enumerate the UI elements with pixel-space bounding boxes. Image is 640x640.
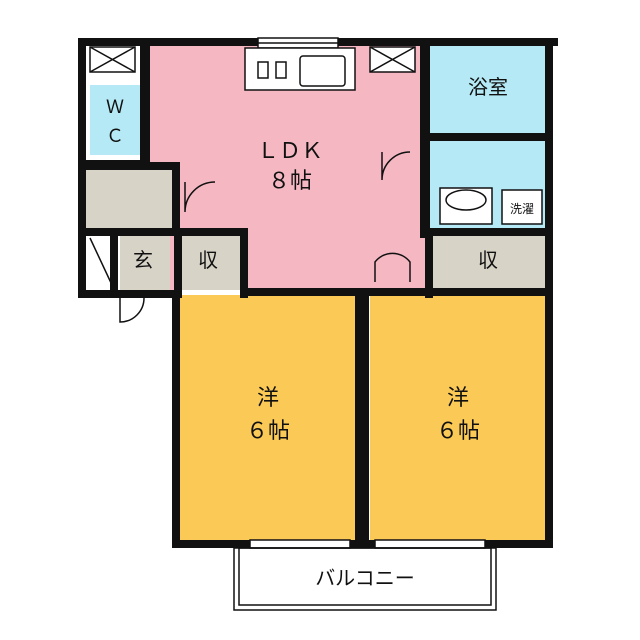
storage-right-floor <box>430 235 545 290</box>
washer-label: 洗濯 <box>510 202 534 216</box>
kitchen-counter <box>244 47 356 91</box>
hall-floor <box>85 170 175 230</box>
top-window <box>257 37 339 49</box>
western-left-label: 洋 <box>257 386 279 411</box>
wc-label-top: Ｗ <box>106 97 124 118</box>
balcony-outline <box>233 547 497 611</box>
entrance-label: 玄 <box>133 248 153 272</box>
storage-right-label: 収 <box>478 248 498 272</box>
wc-floor <box>90 85 140 155</box>
door-swings <box>89 151 411 323</box>
ldk-size: ８帖 <box>268 169 312 194</box>
ldk-label: ＬＤＫ <box>257 139 323 164</box>
balcony-label: バルコニー <box>315 566 415 590</box>
washroom-fixtures <box>439 187 543 225</box>
closet-x-marks <box>89 46 416 73</box>
western-right-floor <box>370 295 545 540</box>
western-right-label: 洋 <box>447 386 469 411</box>
entrance-floor <box>120 235 170 290</box>
wc-label-bottom: Ｃ <box>106 126 124 147</box>
western-right-size: ６帖 <box>436 419 480 444</box>
storage-left-floor <box>180 235 240 290</box>
bath-label: 浴室 <box>468 75 508 99</box>
storage-left-label: 収 <box>198 248 218 272</box>
western-left-size: ６帖 <box>246 419 290 444</box>
western-left-floor <box>180 295 355 540</box>
bath-floor <box>430 45 545 135</box>
